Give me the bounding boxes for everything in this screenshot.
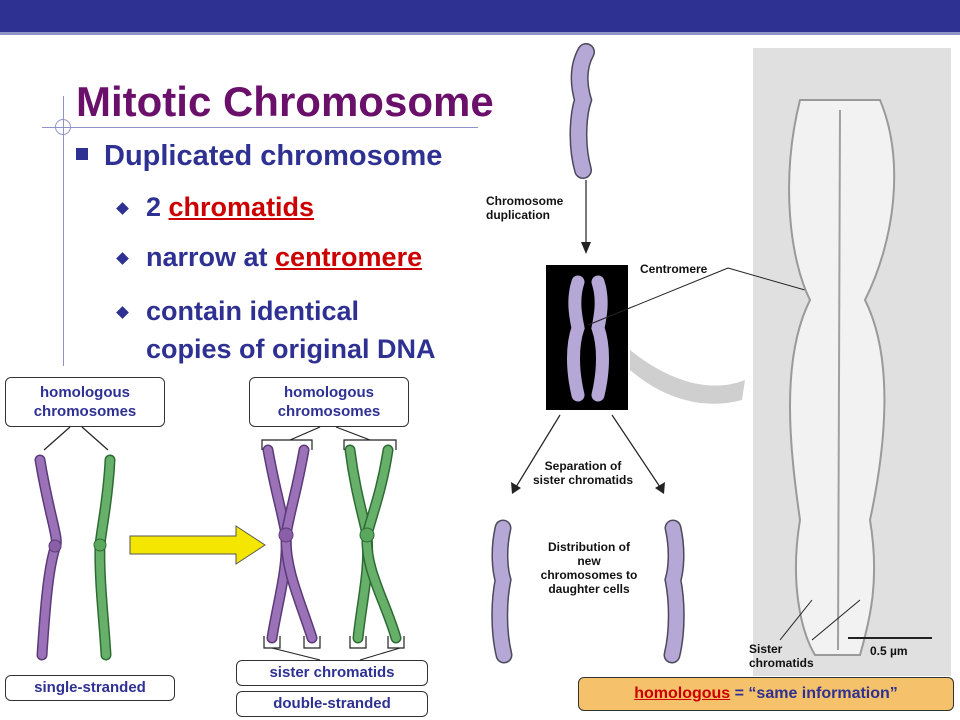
flow-arrowhead bbox=[655, 482, 665, 494]
flow-arrow-line bbox=[611, 414, 661, 488]
grey-curved-arrow bbox=[630, 350, 745, 404]
original-chromosome bbox=[570, 44, 594, 178]
header-stripe bbox=[0, 32, 960, 35]
guide-line-horizontal bbox=[42, 127, 478, 128]
purple-centromere bbox=[278, 527, 294, 543]
homologous-chromosomes-label-right: homologous chromosomes bbox=[249, 377, 409, 427]
sub-bullet-line-1: contain identical bbox=[146, 296, 360, 326]
flow-arrowhead bbox=[511, 482, 521, 494]
green-centromere bbox=[93, 538, 107, 552]
green-centromere bbox=[359, 527, 375, 543]
definition-box: homologous = “same information” bbox=[578, 677, 954, 711]
sister-chromatids-pointer bbox=[811, 599, 861, 641]
bottom-bracket bbox=[387, 636, 405, 649]
sister-chromatids-label: sister chromatids bbox=[236, 660, 428, 686]
sub-bullet-prefix: 2 bbox=[146, 192, 169, 222]
daughter-chromosome-left bbox=[492, 521, 511, 662]
chromatid-divider bbox=[837, 109, 841, 651]
double-stranded-label: double-stranded bbox=[236, 691, 428, 717]
transition-arrow bbox=[129, 525, 266, 565]
bullet-text: Duplicated chromosome bbox=[104, 140, 443, 172]
sub-bullet-prefix: narrow at bbox=[146, 242, 276, 272]
sub-bullet-line-2: copies of original DNA bbox=[146, 334, 436, 364]
flow-arrow-line bbox=[515, 414, 561, 488]
connector-line bbox=[81, 426, 109, 451]
sister-chromatids-photo-label: Sister chromatids bbox=[749, 642, 814, 670]
bottom-bracket bbox=[303, 636, 321, 649]
sub-bullet-chromatids: 2 chromatids bbox=[116, 192, 315, 223]
distribution-label: Distribution of new chromosomes to daugh… bbox=[540, 540, 638, 596]
connector-line bbox=[289, 426, 321, 441]
top-bracket bbox=[343, 439, 397, 450]
daughter-chromosome-right bbox=[665, 521, 684, 662]
duplicated-chromatid-left bbox=[567, 275, 585, 402]
connector-line bbox=[271, 647, 321, 661]
micrograph-chromosome bbox=[788, 99, 896, 656]
bullet-duplicated-chromosome: Duplicated chromosome bbox=[76, 140, 442, 173]
term-centromere: centromere bbox=[275, 242, 423, 272]
top-bracket bbox=[261, 439, 313, 450]
flow-arrowhead bbox=[581, 242, 591, 254]
duplicated-chromosome-box bbox=[546, 265, 628, 410]
connector-line bbox=[359, 647, 401, 661]
header-bar bbox=[0, 0, 960, 32]
chromosome-duplication-label: Chromosome duplication bbox=[486, 194, 564, 222]
guide-line-vertical bbox=[63, 96, 64, 366]
homologous-chromosomes-label-left: homologous chromosomes bbox=[5, 377, 165, 427]
connector-line bbox=[335, 426, 371, 441]
definition-text: = “same information” bbox=[730, 685, 898, 702]
term-homologous: homologous bbox=[634, 685, 731, 702]
term-chromatids: chromatids bbox=[168, 192, 315, 222]
purple-centromere bbox=[48, 539, 62, 553]
bottom-bracket bbox=[349, 636, 367, 649]
sub-bullet-centromere: narrow at centromere bbox=[116, 242, 423, 273]
duplicated-chromatid-right bbox=[591, 275, 609, 402]
scale-label: 0.5 µm bbox=[870, 644, 908, 658]
connector-line bbox=[43, 426, 71, 451]
separation-label: Separation of sister chromatids bbox=[532, 459, 634, 487]
centromere-pointer bbox=[587, 267, 729, 326]
sub-bullet-identical-copies: contain identical copies of original DNA bbox=[116, 292, 436, 368]
square-bullet-icon bbox=[76, 148, 88, 161]
sister-chromatids-pointer bbox=[779, 599, 813, 641]
guide-circle bbox=[55, 119, 71, 135]
centromere-label: Centromere bbox=[640, 262, 708, 276]
slide-title: Mitotic Chromosome bbox=[76, 78, 494, 125]
single-stranded-label: single-stranded bbox=[5, 675, 175, 701]
